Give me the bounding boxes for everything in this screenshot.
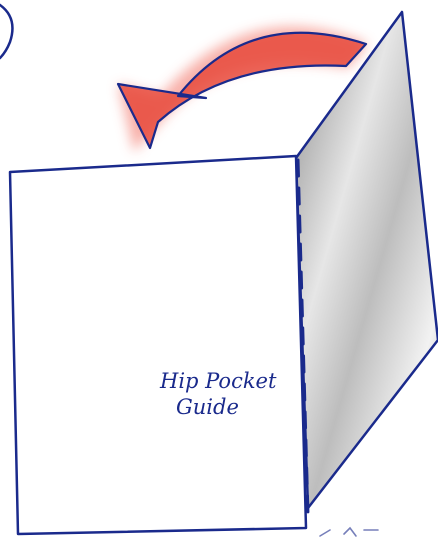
guide-page (10, 156, 306, 534)
bottom-marks (320, 528, 378, 536)
circle-fragment (0, 5, 12, 58)
folding-flap (296, 12, 438, 508)
guide-title-line2: Guide (176, 395, 239, 419)
guide-title-line1: Hip Pocket (159, 369, 277, 393)
